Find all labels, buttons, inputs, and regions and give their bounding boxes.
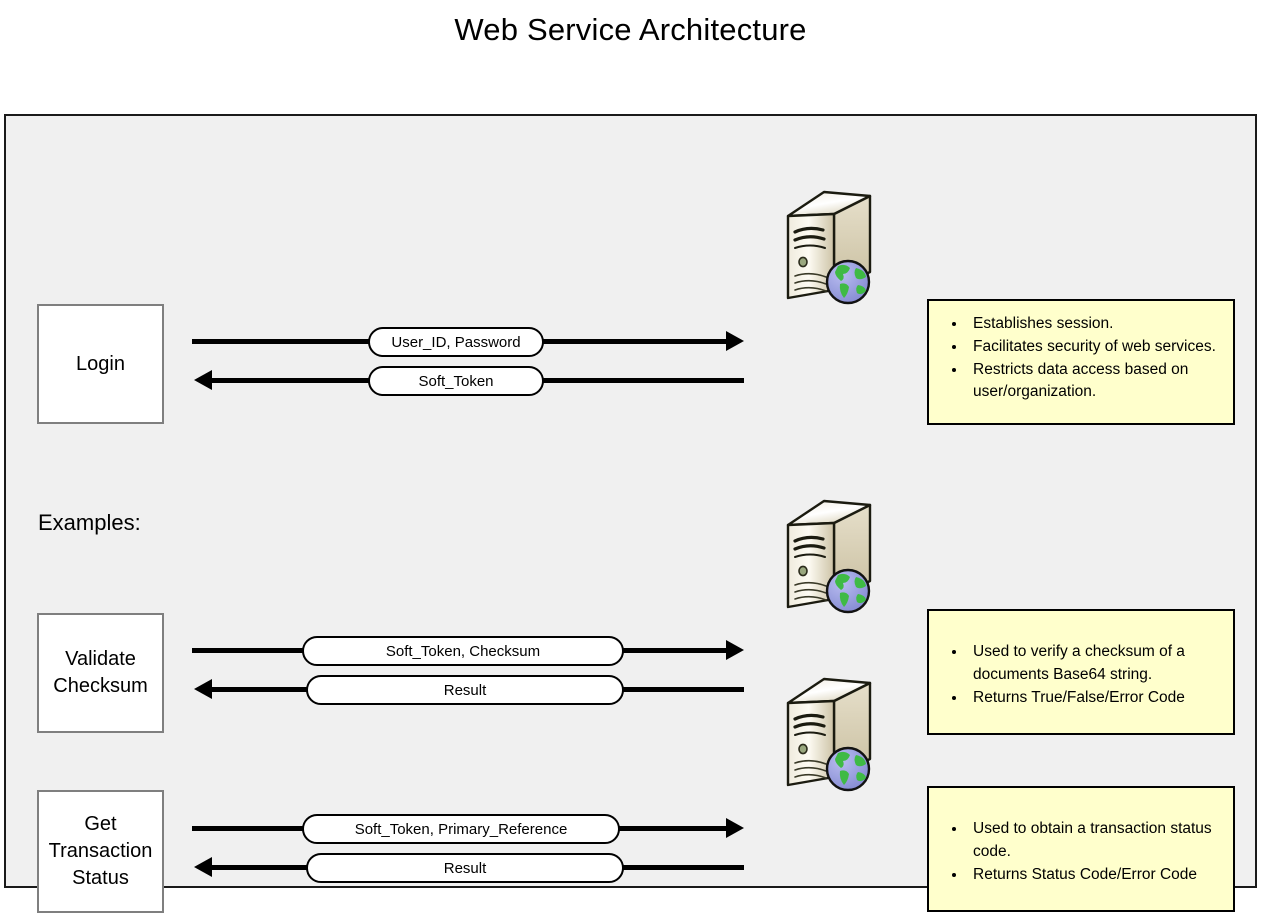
diagram-panel: Examples: Login User_ID, Password Soft_T… — [4, 114, 1257, 913]
note-item: Establishes session. — [967, 313, 1223, 336]
note-list-get-transaction-status: Used to obtain a transaction status code… — [933, 818, 1223, 886]
response-line-login — [212, 378, 372, 383]
service-box-validate-checksum[interactable]: Validate Checksum — [37, 613, 164, 733]
response-line-login-tail — [540, 378, 744, 383]
request-line-status — [192, 826, 312, 831]
request-label-validate[interactable]: Soft_Token, Checksum — [302, 636, 624, 666]
request-line-status-tail — [618, 826, 730, 831]
note-box-get-transaction-status: Used to obtain a transaction status code… — [927, 786, 1235, 912]
response-arrowhead-validate — [194, 679, 212, 699]
response-label-validate[interactable]: Result — [306, 675, 624, 705]
response-arrowhead-status — [194, 857, 212, 877]
response-line-validate — [212, 687, 312, 692]
note-item: Returns True/False/Error Code — [967, 687, 1223, 710]
request-label-status[interactable]: Soft_Token, Primary_Reference — [302, 814, 620, 844]
note-item: Returns Status Code/Error Code — [967, 864, 1223, 887]
request-line-validate-tail — [618, 648, 730, 653]
response-line-validate-tail — [618, 687, 744, 692]
server-globe-icon-status — [778, 673, 878, 795]
note-item: Restricts data access based on user/orga… — [967, 359, 1223, 405]
page-title: Web Service Architecture — [454, 12, 807, 47]
request-line-validate — [192, 648, 312, 653]
request-arrowhead-status — [726, 818, 744, 838]
request-arrowhead-login — [726, 331, 744, 351]
note-list-login: Establishes session. Facilitates securit… — [933, 313, 1223, 404]
server-globe-icon-login — [778, 186, 878, 308]
request-label-login[interactable]: User_ID, Password — [368, 327, 544, 357]
request-arrowhead-validate — [726, 640, 744, 660]
server-globe-icon-validate — [778, 495, 878, 617]
response-line-status-tail — [618, 865, 744, 870]
note-box-validate-checksum: Used to verify a checksum of a documents… — [927, 609, 1235, 735]
response-line-status — [212, 865, 312, 870]
note-item: Facilitates security of web services. — [967, 336, 1223, 359]
response-arrowhead-login — [194, 370, 212, 390]
note-box-login: Establishes session. Facilitates securit… — [927, 299, 1235, 425]
service-box-login[interactable]: Login — [37, 304, 164, 424]
request-line-login — [192, 339, 372, 344]
response-label-login[interactable]: Soft_Token — [368, 366, 544, 396]
examples-label: Examples: — [38, 510, 141, 535]
note-item: Used to verify a checksum of a documents… — [967, 641, 1223, 687]
note-item: Used to obtain a transaction status code… — [967, 818, 1223, 864]
note-list-validate-checksum: Used to verify a checksum of a documents… — [933, 641, 1223, 709]
service-box-get-transaction-status[interactable]: Get Transaction Status — [37, 790, 164, 913]
request-line-login-tail — [540, 339, 730, 344]
response-label-status[interactable]: Result — [306, 853, 624, 883]
